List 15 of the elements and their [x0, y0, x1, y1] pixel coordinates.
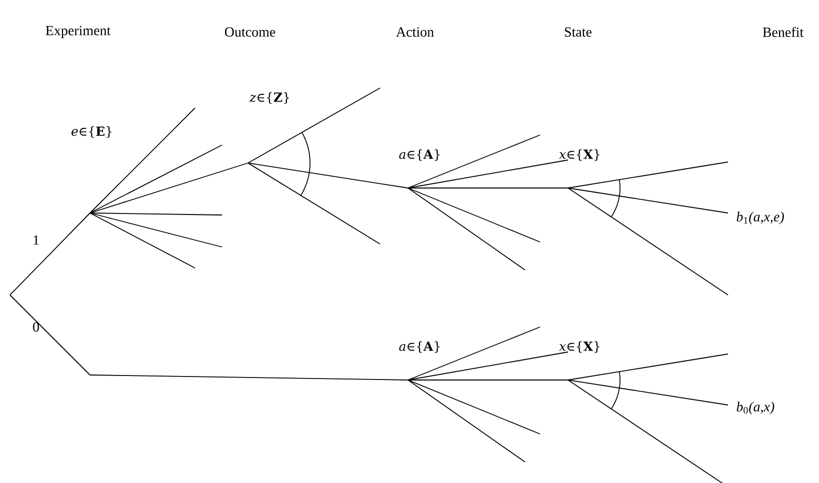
column-heading: Experiment	[46, 26, 111, 38]
set-label: x∈{X}	[559, 149, 600, 161]
branch-label: 0	[33, 322, 39, 332]
set-label: e∈{E}	[72, 126, 112, 138]
column-heading: State	[564, 27, 592, 37]
set-label: a∈{A}	[399, 149, 440, 161]
payoff-label: b$_{1}$(a,x,e)	[736, 212, 784, 224]
column-heading: Benefit	[762, 27, 804, 37]
column-heading: Outcome	[224, 27, 276, 37]
set-label: z∈{Z}	[249, 92, 289, 104]
branch-label: 1	[34, 235, 39, 245]
set-label: a∈{A}	[399, 341, 440, 353]
column-heading: Action	[396, 27, 434, 37]
payoff-label: b$_{0}$(a,x)	[736, 402, 774, 414]
set-label: x∈{X}	[559, 341, 600, 353]
